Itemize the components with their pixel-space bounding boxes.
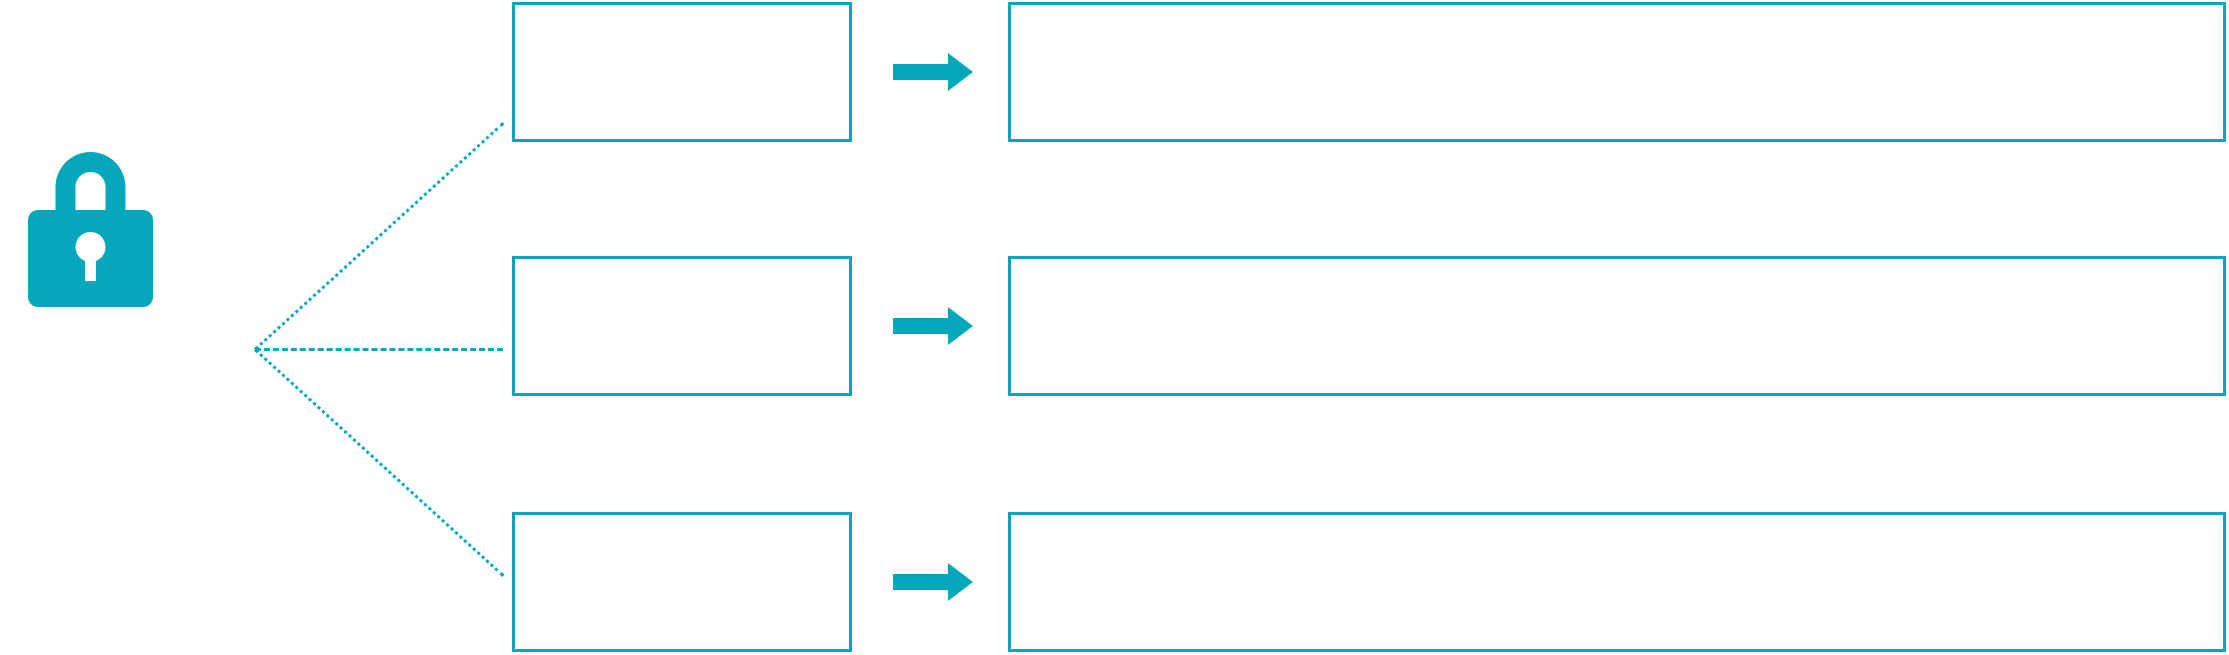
connector-to-row-1 — [253, 122, 505, 351]
arrow-right-icon — [893, 53, 973, 91]
arrow-right-icon — [893, 563, 973, 601]
row-2-right-box[interactable] — [1008, 256, 2226, 396]
connector-to-row-3 — [253, 348, 505, 577]
row-2-left-box[interactable] — [512, 256, 852, 396]
row-1-right-box[interactable] — [1008, 2, 2226, 142]
row-1-left-box[interactable] — [512, 2, 852, 142]
arrow-right-icon — [893, 307, 973, 345]
row-3-right-box[interactable] — [1008, 512, 2226, 652]
connector-to-row-2 — [255, 348, 503, 351]
lock-icon — [28, 152, 153, 307]
row-3-left-box[interactable] — [512, 512, 852, 652]
